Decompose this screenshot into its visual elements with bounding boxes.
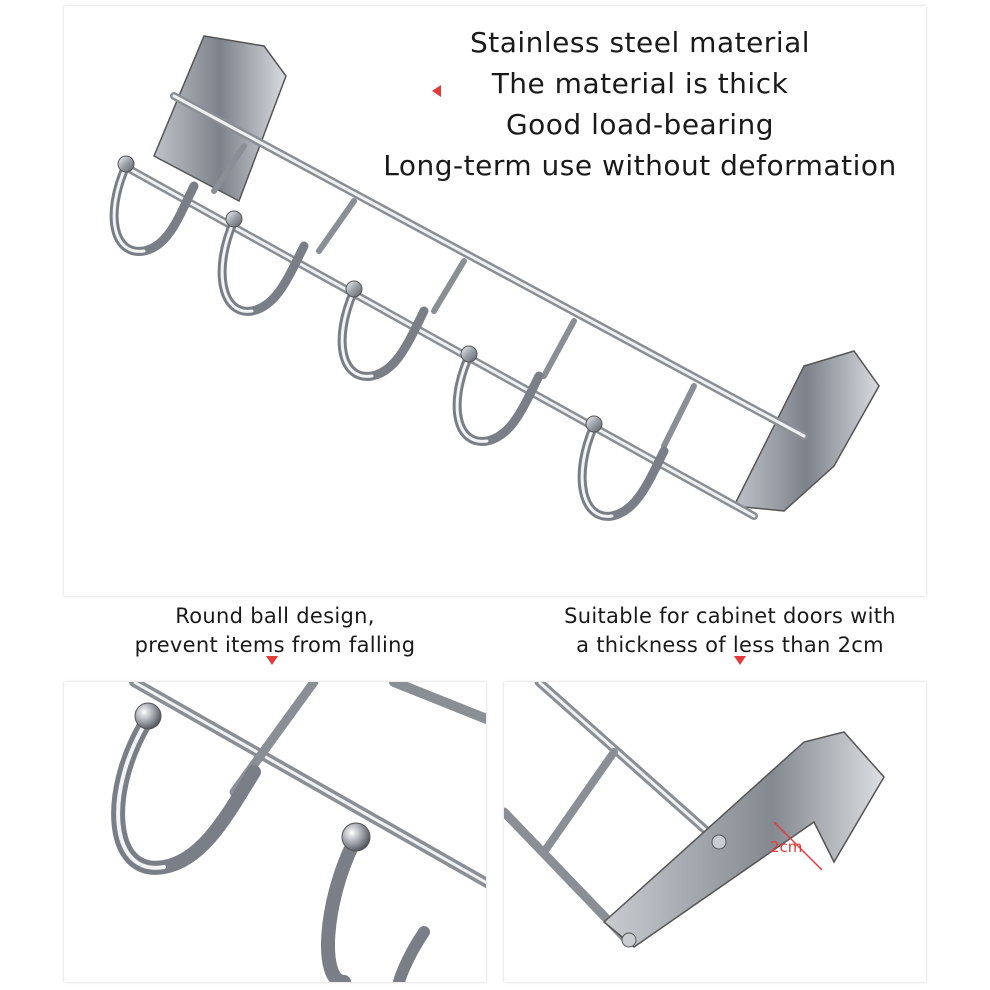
feature-item: The material is thick (491, 67, 789, 100)
door-caption-pointer-icon (734, 656, 746, 665)
bracket-closeup-illustration (504, 682, 885, 948)
door-fit-caption: Suitable for cabinet doors with a thickn… (540, 602, 920, 660)
bracket-plate (602, 731, 885, 948)
feature-pointer-icon (432, 85, 441, 97)
caption-line: a thickness of less than 2cm (576, 633, 884, 657)
ball-closeup-illustration (111, 682, 486, 982)
caption-line: Suitable for cabinet doors with (564, 604, 896, 628)
hooks (109, 161, 669, 521)
ball-caption-pointer-icon (266, 656, 278, 665)
product-overview-panel (64, 6, 926, 596)
caption-line: prevent items from falling (134, 633, 416, 657)
feature-item: Long-term use without deformation (383, 149, 897, 182)
door-bracket-closeup-panel (504, 682, 926, 982)
feature-item: Stainless steel material (469, 26, 811, 59)
right-bracket (732, 350, 880, 512)
ball-design-closeup-panel (64, 682, 486, 982)
feature-item: Good load-bearing (505, 108, 775, 141)
hook-rack-illustration (109, 35, 880, 521)
feature-list: Stainless steel material The material is… (280, 22, 990, 186)
thickness-dimension-label: 2cm (770, 838, 803, 856)
caption-line: Round ball design, (175, 604, 375, 628)
ball-design-caption: Round ball design, prevent items from fa… (110, 602, 440, 660)
